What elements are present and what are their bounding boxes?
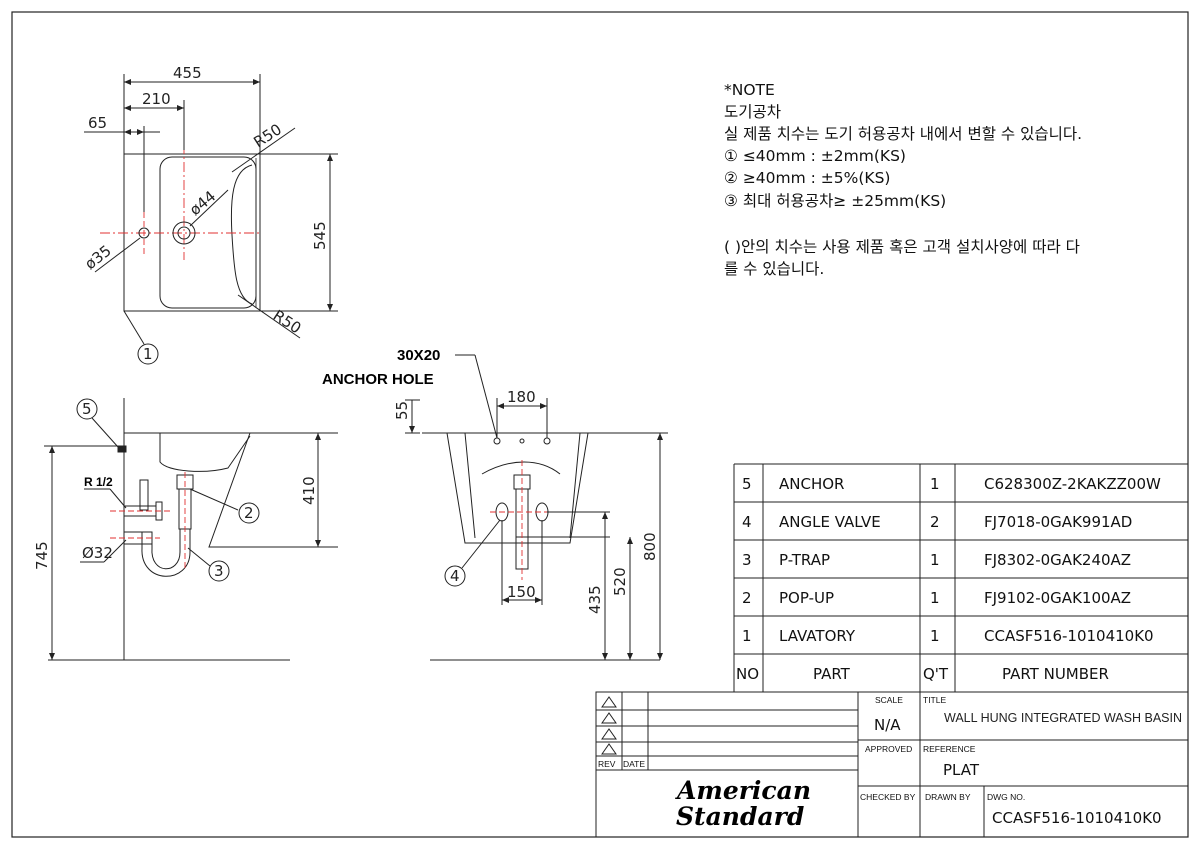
- dim-435: 435: [586, 585, 604, 614]
- parts-cell-no: 4: [742, 513, 752, 531]
- dim-800: 800: [641, 532, 659, 561]
- parts-cell-no: 5: [742, 475, 752, 493]
- dwg-number: CCASF516-1010410K0: [992, 809, 1162, 827]
- side-view: [44, 398, 338, 661]
- note-line-3: ① ≤40mm : ±2mm(KS): [724, 147, 906, 165]
- parts-header-no: NO: [736, 665, 759, 683]
- note-line-7: 를 수 있습니다.: [724, 260, 824, 278]
- note-line-1: 도기공차: [724, 103, 781, 121]
- note-line-6: ( )안의 치수는 사용 제품 혹은 고객 설치사양에 따라 다: [724, 238, 1080, 256]
- dim-455: 455: [173, 64, 202, 82]
- dwg-label: DWG NO.: [987, 792, 1025, 802]
- reference-label: REFERENCE: [923, 744, 976, 754]
- dia-32: Ø32: [82, 544, 113, 562]
- parts-cell-number: CCASF516-1010410K0: [984, 627, 1154, 645]
- parts-cell-qty: 1: [930, 589, 940, 607]
- title-label: TITLE: [923, 695, 946, 705]
- parts-cell-part: P-TRAP: [779, 551, 830, 569]
- scale-label: SCALE: [875, 695, 903, 705]
- dim-520: 520: [611, 567, 629, 596]
- dim-410: 410: [300, 476, 318, 505]
- parts-cell-qty: 1: [930, 627, 940, 645]
- callout-5-circle: [76, 398, 98, 420]
- dia-35: ø35: [81, 242, 114, 274]
- callout-4-circle: [444, 565, 466, 587]
- logo-american: American: [675, 776, 811, 805]
- dim-180: 180: [507, 388, 536, 406]
- scale-value: N/A: [874, 716, 901, 734]
- parts-cell-number: C628300Z-2KAKZZ00W: [984, 475, 1161, 493]
- top-view: [84, 74, 338, 365]
- anchor-size: 30X20: [397, 347, 440, 364]
- front-basin: [446, 432, 589, 544]
- parts-cell-number: FJ9102-0GAK100AZ: [984, 589, 1131, 607]
- approved-label: APPROVED: [865, 744, 912, 754]
- rev-triangle-3: [601, 728, 617, 740]
- top-view-bowl-curve: [230, 164, 253, 305]
- note-heading: *NOTE: [724, 81, 775, 99]
- parts-cell-no: 3: [742, 551, 752, 569]
- notes-block: *NOTE 도기공차 실 제품 치수는 도기 허용공차 내에서 변할 수 있습니…: [724, 81, 1082, 278]
- parts-cell-qty: 1: [930, 475, 940, 493]
- note-line-2: 실 제품 치수는 도기 허용공차 내에서 변할 수 있습니다.: [724, 125, 1082, 143]
- title-block: [595, 691, 1189, 838]
- parts-cell-no: 2: [742, 589, 752, 607]
- parts-header-number: PART NUMBER: [1002, 665, 1109, 683]
- parts-header-qty: Q'T: [923, 665, 949, 683]
- checked-label: CHECKED BY: [860, 792, 916, 802]
- drawn-label: DRAWN BY: [925, 792, 971, 802]
- parts-cell-number: FJ8302-0GAK240AZ: [984, 551, 1131, 569]
- title-value: WALL HUNG INTEGRATED WASH BASIN: [944, 711, 1182, 725]
- top-view-bowl: [159, 156, 257, 309]
- callout-1-circle: [137, 343, 159, 365]
- date-label: DATE: [623, 759, 645, 769]
- rev-triangle-1: [601, 696, 617, 708]
- callout-3-circle: [208, 560, 230, 582]
- rev-triangle-2: [601, 712, 617, 724]
- callout-2: 2: [244, 504, 254, 522]
- parts-cell-no: 1: [742, 627, 752, 645]
- dim-745: 745: [33, 541, 51, 570]
- logo-standard: Standard: [676, 802, 804, 831]
- callout-5: 5: [82, 400, 92, 418]
- thread-r-half: R 1/2: [84, 475, 113, 489]
- parts-cell-part: ANCHOR: [779, 475, 844, 493]
- parts-cell-number: FJ7018-0GAK991AD: [984, 513, 1132, 531]
- drain-hole: [172, 221, 196, 245]
- parts-cell-qty: 1: [930, 551, 940, 569]
- side-hole: [138, 227, 150, 239]
- rev-triangle-4: [601, 743, 617, 755]
- side-basin: [124, 432, 319, 548]
- anchor-hole-label: ANCHOR HOLE: [322, 371, 434, 388]
- reference-value: PLAT: [943, 761, 980, 779]
- parts-cell-part: LAVATORY: [779, 627, 856, 645]
- dim-65: 65: [88, 114, 107, 132]
- callout-2-circle: [238, 502, 260, 524]
- front-view: [405, 354, 668, 661]
- dim-150: 150: [507, 583, 536, 601]
- dim-210: 210: [142, 90, 171, 108]
- dim-545: 545: [311, 221, 329, 250]
- note-line-5: ③ 최대 허용공차≥ ±25mm(KS): [724, 192, 946, 210]
- dim-55: 55: [393, 401, 411, 420]
- callout-3: 3: [214, 562, 224, 580]
- note-line-4: ② ≥40mm : ±5%(KS): [724, 169, 890, 187]
- parts-cell-qty: 2: [930, 513, 940, 531]
- top-view-outline: [123, 153, 261, 312]
- parts-cell-part: POP-UP: [779, 589, 834, 607]
- callout-4: 4: [450, 567, 460, 585]
- dia-44: ø44: [186, 187, 219, 219]
- parts-header-part: PART: [813, 665, 851, 683]
- parts-cell-part: ANGLE VALVE: [779, 513, 881, 531]
- callout-1: 1: [143, 345, 153, 363]
- rev-label: REV: [598, 759, 616, 769]
